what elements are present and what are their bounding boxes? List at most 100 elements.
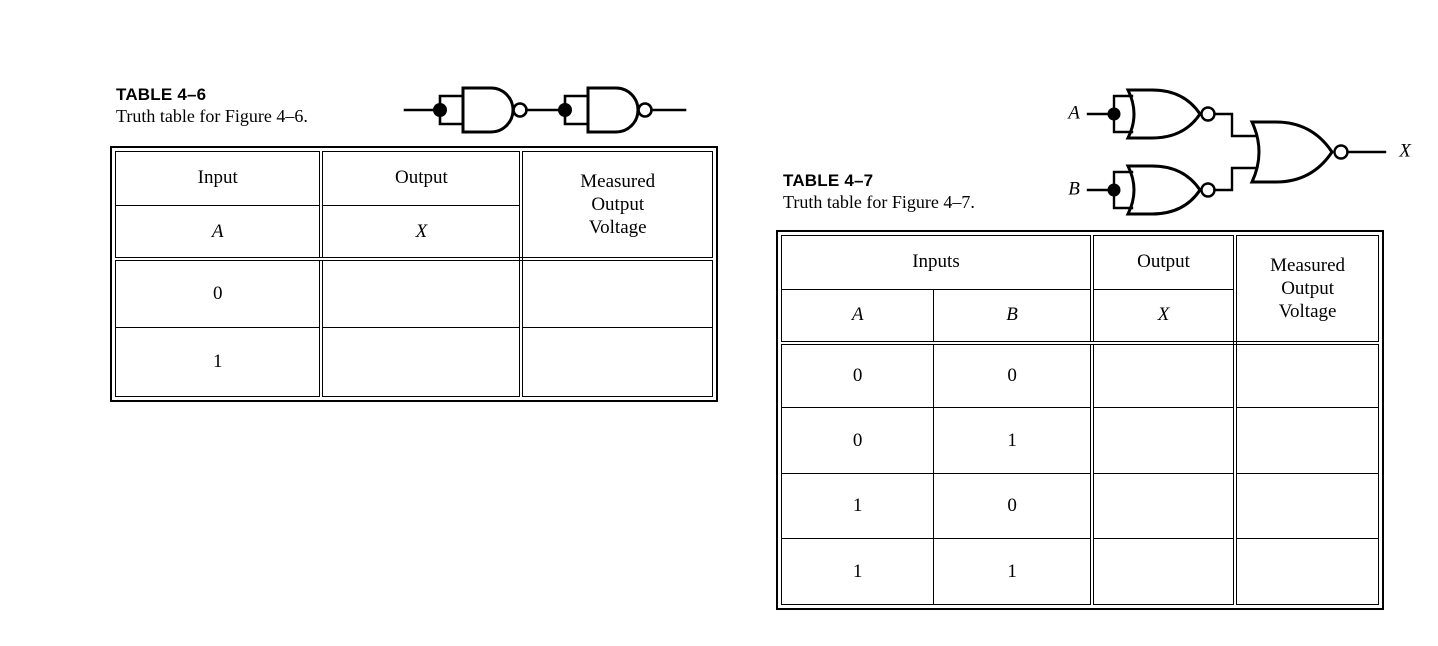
- header-var-b-label: B: [1006, 304, 1018, 325]
- cell-output-x[interactable]: [1089, 472, 1236, 540]
- header-var-a: A: [780, 288, 935, 345]
- table-row: 0 1: [780, 407, 1380, 474]
- header-output-group: Output: [319, 151, 522, 206]
- cell-output-x[interactable]: [319, 327, 522, 397]
- cell-value: 0: [852, 429, 863, 451]
- measured-line-2: Output: [591, 194, 645, 216]
- cell-input-a: 1: [780, 472, 935, 540]
- measured-line-3: Voltage: [1278, 300, 1337, 322]
- cell-input-a: 0: [780, 341, 935, 409]
- cell-value: 1: [1007, 560, 1017, 582]
- junction-dot-2: [558, 103, 572, 117]
- circuit-4-6-svg: [403, 86, 687, 134]
- cell-measured-voltage[interactable]: [1233, 407, 1380, 474]
- table-4-6-grid: Input Output Measured Output Voltage A: [115, 151, 714, 397]
- label-input-a: A: [1066, 102, 1080, 123]
- cell-output-x[interactable]: [1089, 341, 1236, 409]
- junction-dot-1: [433, 103, 447, 117]
- header-input-label: Input: [197, 167, 238, 189]
- table-4-7-title: TABLE 4–7: [783, 171, 874, 190]
- cell-output-x[interactable]: [319, 258, 522, 329]
- header-var-x-label: X: [415, 220, 428, 242]
- table-row: 1 1: [780, 538, 1380, 605]
- header-output-label: Output: [1137, 251, 1190, 273]
- header-var-x: X: [1089, 288, 1236, 345]
- wire-b-to-output-gate: [1213, 166, 1258, 192]
- table-4-6-header-row-vars: A X: [115, 204, 713, 262]
- header-measured-voltage: Measured Output Voltage: [519, 151, 714, 262]
- measured-line-2: Output: [1281, 277, 1334, 299]
- cell-input-b: 1: [933, 407, 1093, 474]
- cell-input-b: 1: [933, 538, 1093, 605]
- cell-value: 1: [852, 560, 863, 582]
- junction-dot-a: [1107, 107, 1121, 121]
- table-row: 1: [115, 327, 714, 397]
- nand-gate-1-bubble: [512, 102, 528, 118]
- cell-output-x[interactable]: [1089, 407, 1236, 474]
- cell-value: 0: [1007, 495, 1017, 517]
- cell-measured-voltage[interactable]: [519, 258, 714, 329]
- table-4-7-grid: Inputs Output Measured Output Voltage A: [780, 235, 1380, 605]
- cell-input-a: 1: [115, 327, 322, 397]
- table-4-6-caption: TABLE 4–6 Truth table for Figure 4–6.: [116, 84, 308, 127]
- header-measured-voltage: Measured Output Voltage: [1233, 235, 1380, 345]
- nor-gate-a-bubble: [1200, 106, 1216, 122]
- table-4-6-subtitle: Truth table for Figure 4–6.: [116, 106, 308, 126]
- table-4-7-header-row-group: Inputs Output Measured Output Voltage: [780, 235, 1380, 345]
- header-output-group: Output: [1089, 235, 1236, 290]
- header-inputs-label: Inputs: [912, 251, 960, 273]
- cell-measured-voltage[interactable]: [1233, 472, 1380, 540]
- table-4-7-subtitle: Truth table for Figure 4–7.: [783, 192, 975, 212]
- cell-value: 1: [1007, 429, 1017, 451]
- table-4-7-caption: TABLE 4–7 Truth table for Figure 4–7.: [783, 170, 975, 213]
- circuit-figure-4-6: [403, 80, 705, 140]
- header-inputs-group: Inputs: [780, 235, 1093, 290]
- cell-value: 0: [212, 283, 223, 305]
- table-4-6: Input Output Measured Output Voltage A: [110, 146, 718, 402]
- cell-value: 0: [1007, 364, 1017, 386]
- nand-gate-2-body: [586, 86, 640, 134]
- measured-line-1: Measured: [1270, 254, 1346, 276]
- cell-value: 1: [852, 495, 863, 517]
- header-var-x: X: [319, 204, 522, 262]
- nand-gate-1-body: [461, 86, 515, 134]
- wire-a-to-output-gate: [1213, 112, 1258, 138]
- table-row: 1 0: [780, 472, 1380, 540]
- cell-output-x[interactable]: [1089, 538, 1236, 605]
- cell-value: 1: [212, 351, 223, 373]
- nor-gate-a-body: [1125, 88, 1202, 140]
- header-var-a: A: [115, 204, 322, 262]
- header-var-a-label: A: [851, 304, 864, 325]
- table-4-7-header-row-vars: A B X: [780, 288, 1379, 345]
- circuit-4-7-svg: A B X: [1066, 88, 1412, 216]
- cell-value: 0: [852, 364, 863, 386]
- cell-input-b: 0: [933, 472, 1093, 540]
- header-input-group: Input: [115, 151, 322, 206]
- cell-input-b: 0: [933, 341, 1093, 409]
- cell-measured-voltage[interactable]: [1233, 341, 1380, 409]
- table-row: 0: [115, 258, 714, 329]
- label-input-b: B: [1068, 178, 1080, 199]
- cell-input-a: 0: [115, 258, 322, 329]
- header-output-label: Output: [395, 167, 448, 189]
- header-var-b: B: [933, 288, 1093, 345]
- nor-gate-b-bubble: [1200, 182, 1216, 198]
- circuit-figure-4-7: A B X: [1060, 78, 1420, 216]
- table-4-7: Inputs Output Measured Output Voltage A: [776, 230, 1384, 610]
- nand-gate-2-bubble: [637, 102, 653, 118]
- header-var-a-label: A: [211, 220, 224, 242]
- junction-dot-b: [1107, 183, 1121, 197]
- nor-gate-output-body: [1249, 120, 1334, 184]
- measured-line-3: Voltage: [588, 217, 647, 239]
- table-4-6-header-row-group: Input Output Measured Output Voltage: [115, 151, 714, 262]
- nor-gate-b-body: [1125, 164, 1202, 216]
- table-4-6-title: TABLE 4–6: [116, 85, 207, 104]
- table-row: 0 0: [780, 341, 1380, 409]
- nor-gate-output-bubble: [1333, 144, 1349, 160]
- label-output-x: X: [1398, 140, 1412, 161]
- measured-line-1: Measured: [580, 171, 656, 193]
- cell-measured-voltage[interactable]: [519, 327, 714, 397]
- header-var-x-label: X: [1157, 304, 1170, 325]
- cell-measured-voltage[interactable]: [1233, 538, 1380, 605]
- cell-input-a: 1: [780, 538, 935, 605]
